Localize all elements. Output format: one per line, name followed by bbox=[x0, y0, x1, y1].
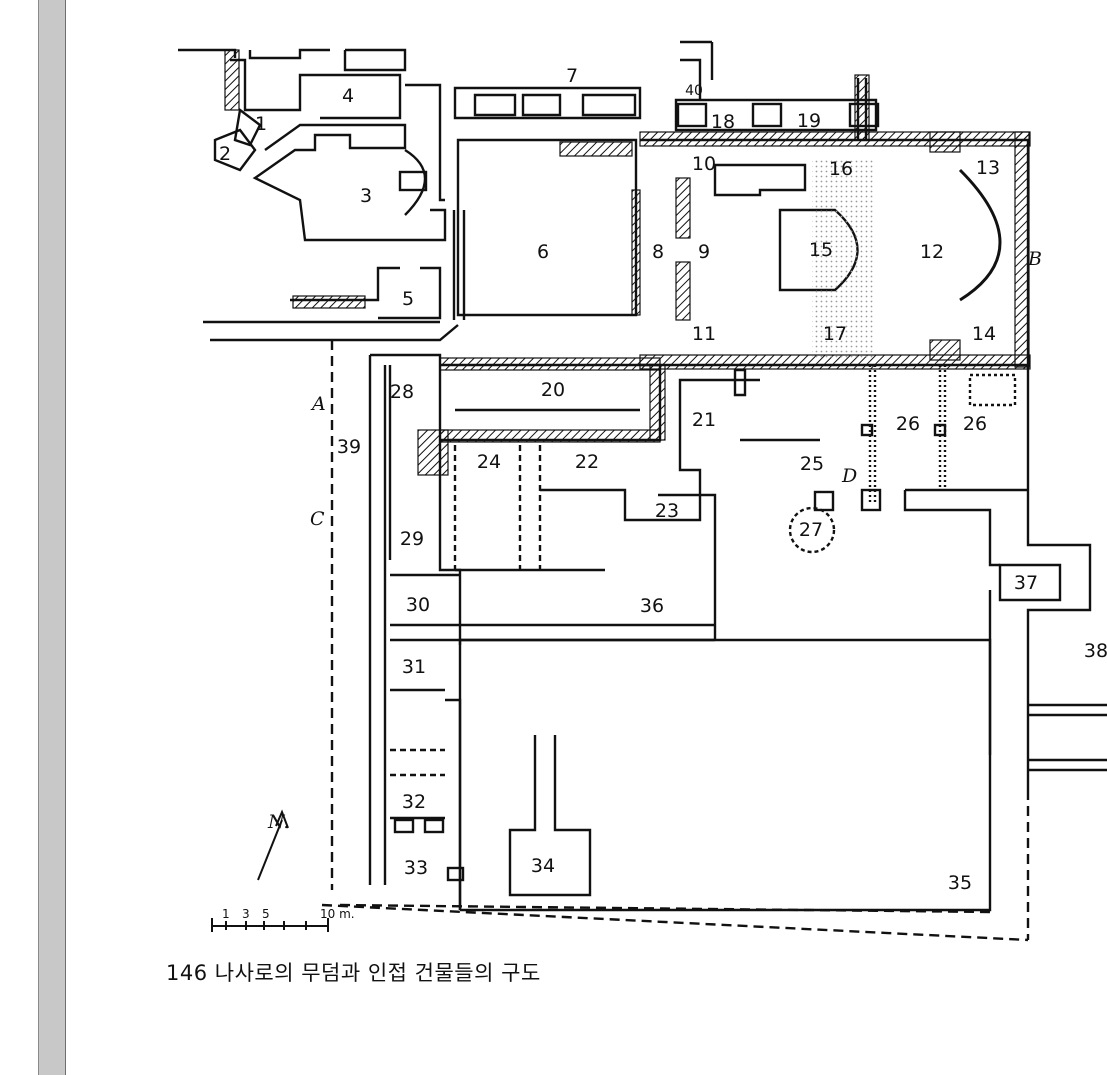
room-label: 39 bbox=[337, 436, 361, 458]
room-label: 26 bbox=[896, 413, 920, 435]
room-label: 26 bbox=[963, 413, 987, 435]
stippled-floor bbox=[812, 160, 874, 360]
room-label: 4 bbox=[342, 85, 354, 107]
room-label: 15 bbox=[809, 239, 833, 261]
section-marker-c: C bbox=[310, 508, 325, 530]
room-label: 33 bbox=[404, 857, 428, 879]
room-label: 19 bbox=[797, 110, 821, 132]
room-label: 8 bbox=[652, 241, 664, 263]
room-label: 32 bbox=[402, 791, 426, 813]
room-label: 35 bbox=[948, 872, 972, 894]
page-gutter bbox=[38, 0, 66, 1075]
room-label: 23 bbox=[655, 500, 679, 522]
room-label: 34 bbox=[531, 855, 555, 877]
scale-bar bbox=[211, 918, 329, 932]
room-label: 22 bbox=[575, 451, 599, 473]
figure-caption: 146 나사로의 무덤과 인접 건물들의 구도 bbox=[166, 961, 541, 985]
room-label: 29 bbox=[400, 528, 424, 550]
room-label: 25 bbox=[800, 453, 824, 475]
room-label: 2 bbox=[219, 143, 231, 165]
room-label: 5 bbox=[402, 288, 414, 310]
room-label: 21 bbox=[692, 409, 716, 431]
room-label: 31 bbox=[402, 656, 426, 678]
room-labels: 1 2 3 4 5 6 7 8 9 10 11 12 13 14 15 16 1… bbox=[219, 65, 1107, 894]
room-label: 16 bbox=[829, 158, 853, 180]
room-label: 18 bbox=[711, 111, 735, 133]
scale-tick-1: 1 bbox=[222, 907, 230, 921]
room-label: 6 bbox=[537, 241, 549, 263]
scale-tick-5: 5 bbox=[262, 907, 270, 921]
room-label: 11 bbox=[692, 323, 716, 345]
room-label: 27 bbox=[799, 519, 823, 541]
section-marker-a: A bbox=[310, 393, 326, 415]
room-label: 3 bbox=[360, 185, 372, 207]
room-label: 40 bbox=[685, 83, 703, 99]
section-marker-d: D bbox=[841, 465, 857, 487]
room-label: 37 bbox=[1014, 572, 1038, 594]
room-label: 7 bbox=[566, 65, 578, 87]
room-label: 1 bbox=[255, 113, 267, 135]
room-label: 10 bbox=[692, 153, 716, 175]
scale-tick-3: 3 bbox=[242, 907, 250, 921]
room-label: 36 bbox=[640, 595, 664, 617]
room-label: 30 bbox=[406, 594, 430, 616]
room-label: 12 bbox=[920, 241, 944, 263]
room-label: 20 bbox=[541, 379, 565, 401]
room-label: 17 bbox=[823, 323, 847, 345]
left-margin bbox=[0, 0, 38, 1075]
room-label: 28 bbox=[390, 381, 414, 403]
north-arrow-icon bbox=[257, 809, 289, 881]
room-label: 38 bbox=[1084, 640, 1107, 662]
compass-label: N. bbox=[267, 811, 289, 833]
room-label: 24 bbox=[477, 451, 501, 473]
room-label: 14 bbox=[972, 323, 996, 345]
section-marker-b: B bbox=[1027, 248, 1042, 270]
room-label: 13 bbox=[976, 157, 1000, 179]
plan-walls bbox=[178, 40, 1107, 942]
room-label: 9 bbox=[698, 241, 710, 263]
scale-end-label: 10 m. bbox=[320, 907, 355, 921]
hatched-walls bbox=[224, 49, 1031, 476]
